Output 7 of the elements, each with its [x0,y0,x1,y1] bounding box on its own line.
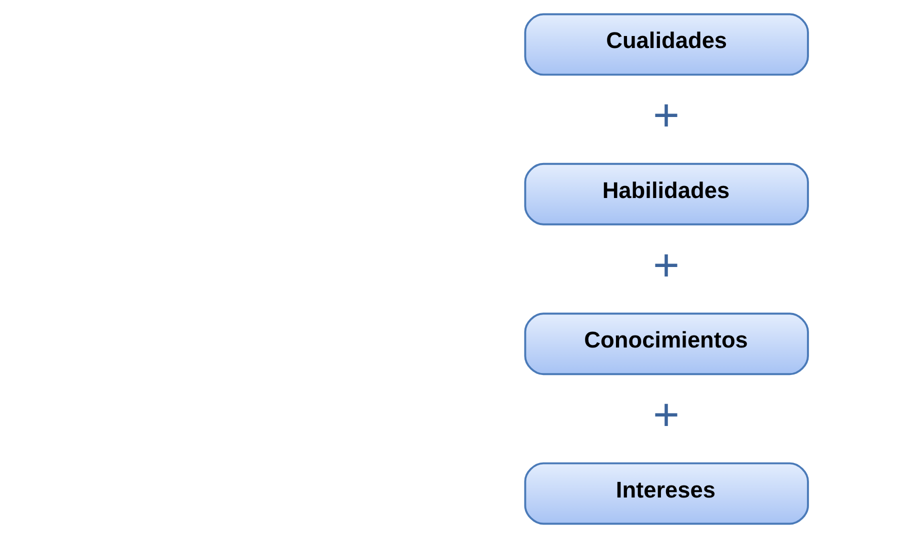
node-box: Intereses [524,462,808,525]
node-box: Habilidades [524,162,808,226]
node-box: Cualidades [524,13,808,76]
label: + [652,90,679,141]
node-box: Conocimientos [524,312,808,376]
label: + [652,389,679,440]
label: + [652,239,679,290]
